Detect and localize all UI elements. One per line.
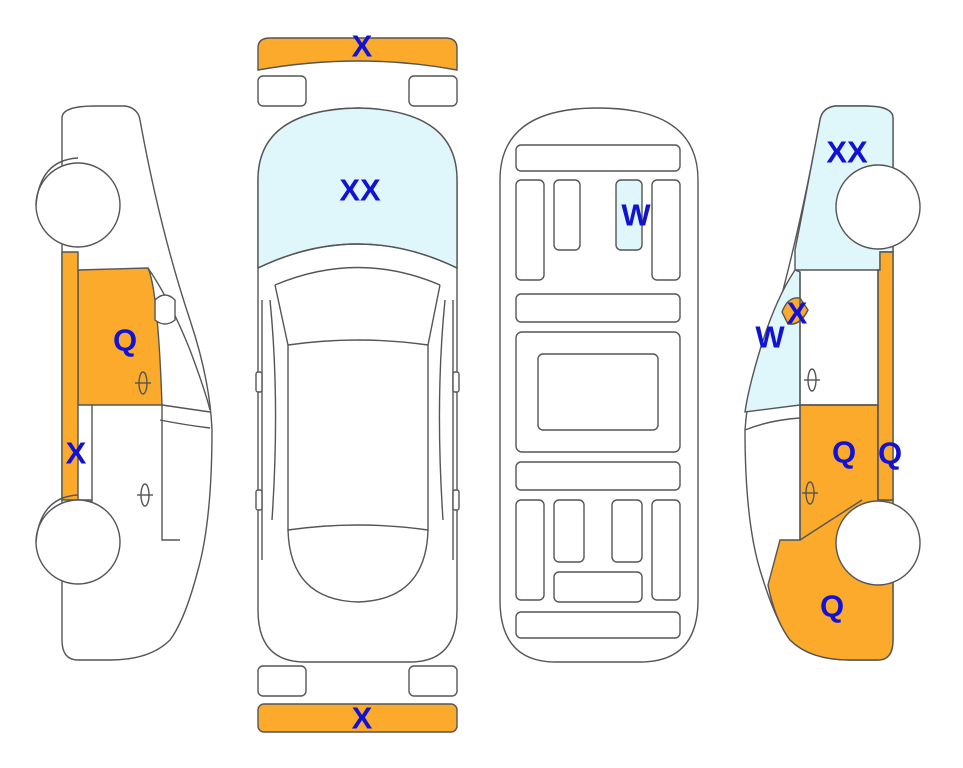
front-right-light <box>408 75 458 107</box>
front-bumper-panel[interactable] <box>257 37 458 71</box>
right-side-view <box>744 105 921 661</box>
label-interior-panel: W <box>621 198 651 233</box>
front-left-light <box>257 75 307 107</box>
interior-panel[interactable] <box>615 179 643 251</box>
label-right-rocker: Q <box>878 436 902 471</box>
rear-bumper-panel[interactable] <box>257 703 458 733</box>
label-left-front-door: Q <box>113 323 137 358</box>
label-right-rear-door: Q <box>832 435 856 470</box>
right-mirror-panel[interactable] <box>781 297 809 325</box>
label-right-mirror: X <box>787 296 808 331</box>
right-front-wheel <box>835 164 921 250</box>
left-side-view <box>35 105 213 661</box>
top-view <box>255 37 460 733</box>
label-hood: XX <box>339 173 381 208</box>
underbody-view <box>499 107 699 663</box>
label-right-a-pillar: W <box>755 320 785 355</box>
damage-labels: X XX X W Q X XX X W Q Q Q <box>66 29 902 736</box>
label-right-fender: XX <box>826 135 868 170</box>
label-left-rocker: X <box>66 436 87 471</box>
rear-right-light <box>408 665 458 697</box>
right-rear-quarter-panel[interactable] <box>767 404 894 661</box>
right-rear-wheel <box>835 500 921 586</box>
left-front-wheel <box>35 162 121 248</box>
label-front-bumper: X <box>352 29 373 64</box>
rear-left-light <box>257 665 307 697</box>
label-right-rear-quarter: Q <box>820 589 844 624</box>
left-rear-wheel <box>35 499 121 585</box>
label-rear-bumper: X <box>352 701 373 736</box>
